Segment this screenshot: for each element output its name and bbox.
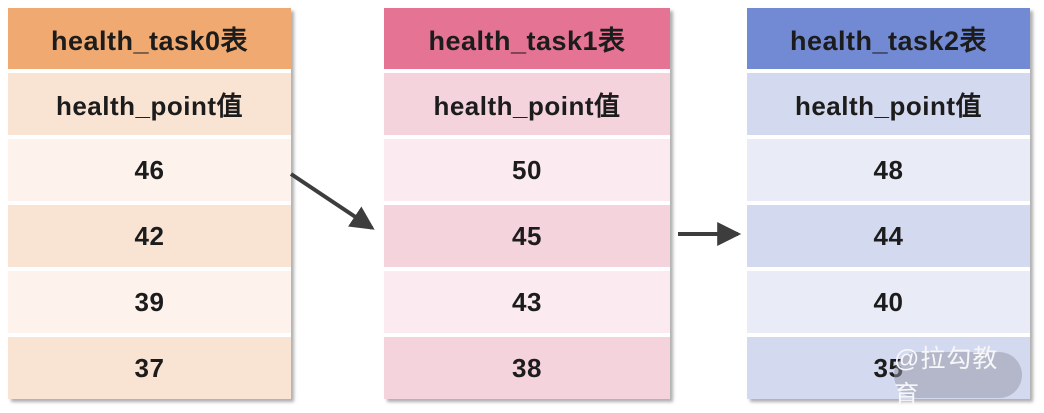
value-cell: 48 [747, 139, 1030, 201]
arrow-task0-to-task1-icon [289, 172, 375, 230]
table-header: health_task0表 [8, 8, 291, 69]
table-health-task2: health_task2表 health_point值 48 44 40 35 [747, 8, 1030, 399]
value-cell: 46 [8, 139, 291, 201]
watermark-badge: @拉勾教育 [894, 345, 1022, 409]
value-cell: 44 [747, 205, 1030, 267]
column-header: health_point值 [384, 73, 670, 135]
value-cell: 38 [384, 337, 670, 399]
value-cell: 45 [384, 205, 670, 267]
value-cell: 39 [8, 271, 291, 333]
value-cell: 42 [8, 205, 291, 267]
table-header: health_task2表 [747, 8, 1030, 69]
table-health-task1: health_task1表 health_point值 50 45 43 38 [384, 8, 670, 399]
table-health-task0: health_task0表 health_point值 46 42 39 37 [8, 8, 291, 399]
value-cell: 40 [747, 271, 1030, 333]
value-cell: 43 [384, 271, 670, 333]
column-header: health_point值 [747, 73, 1030, 135]
value-cell: 37 [8, 337, 291, 399]
value-cell: 50 [384, 139, 670, 201]
table-header: health_task1表 [384, 8, 670, 69]
column-header: health_point值 [8, 73, 291, 135]
